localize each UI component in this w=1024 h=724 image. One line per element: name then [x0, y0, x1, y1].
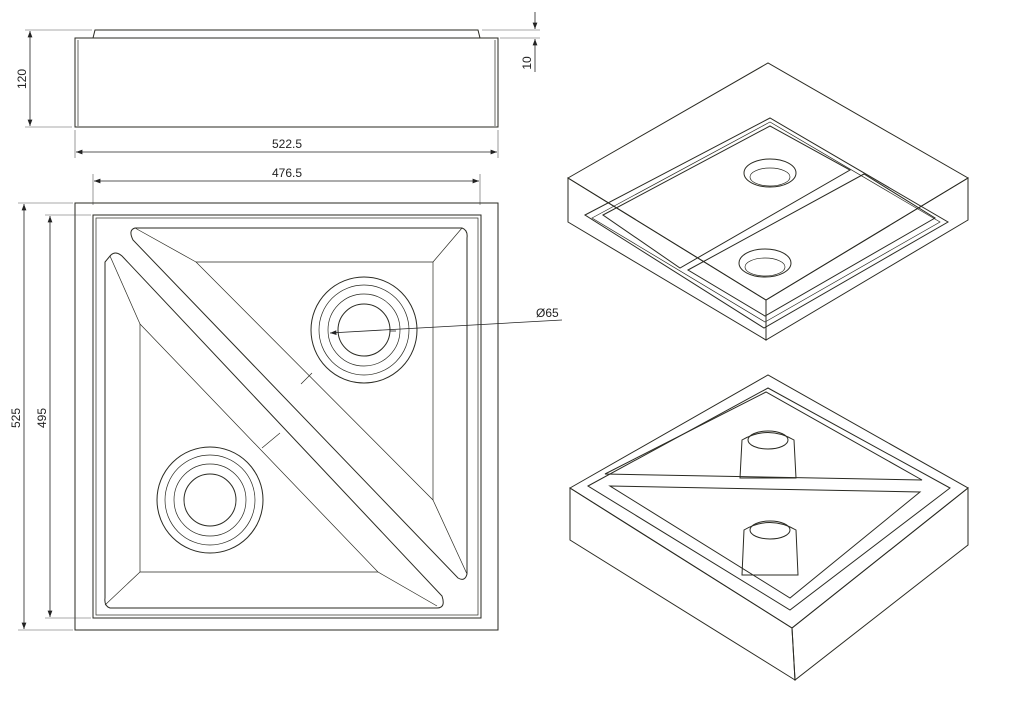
dim-inner-width: 476.5	[272, 166, 302, 180]
drain-hole-bottom-left	[156, 446, 264, 554]
isometric-view-bottom-side	[567, 62, 969, 341]
drain-hole-top-right	[310, 276, 418, 384]
dim-lip-height: 10	[520, 56, 534, 70]
side-view: 120 10 522.5 476.5	[15, 12, 540, 205]
dim-height: 120	[15, 69, 29, 89]
dim-inner-length: 495	[35, 408, 49, 428]
dim-outer-width: 522.5	[272, 137, 302, 151]
dim-outer-length: 525	[9, 408, 23, 428]
dim-hole-diameter: Ø65	[536, 306, 559, 320]
top-view: Ø65 525 495	[9, 202, 563, 631]
isometric-view-top-side	[569, 374, 969, 681]
